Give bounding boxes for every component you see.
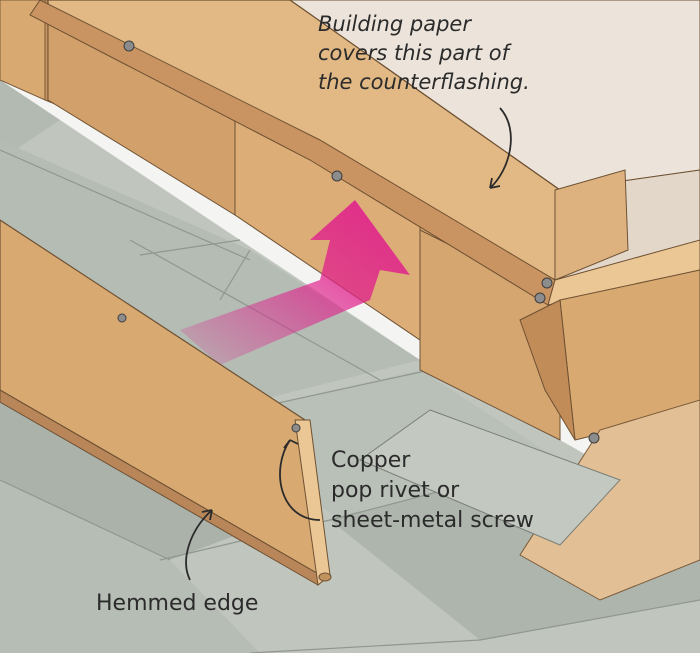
roof-sheet <box>519 399 700 601</box>
rivet-icon <box>588 432 600 444</box>
building-paper-label: Building paper covers this part of the c… <box>318 12 530 94</box>
top-shingle <box>358 409 621 546</box>
front-flashing <box>0 219 332 586</box>
hem-leader <box>185 509 213 581</box>
rivet-icon <box>331 170 343 182</box>
rivet-icon <box>117 313 127 323</box>
counterflashing <box>29 0 700 441</box>
airflow-arrow <box>180 200 410 365</box>
rivet-leader <box>279 439 321 521</box>
paper-leader <box>489 107 512 189</box>
rivet-label: Copper pop rivet or sheet-metal screw <box>331 448 534 533</box>
rivet-icon <box>541 277 553 289</box>
rivet-icon <box>534 292 546 304</box>
hemmed-edge-label: Hemmed edge <box>96 591 259 616</box>
rivet-icon <box>291 423 301 433</box>
leader-lines <box>185 107 512 581</box>
rivets <box>117 40 600 444</box>
rivet-icon <box>123 40 135 52</box>
